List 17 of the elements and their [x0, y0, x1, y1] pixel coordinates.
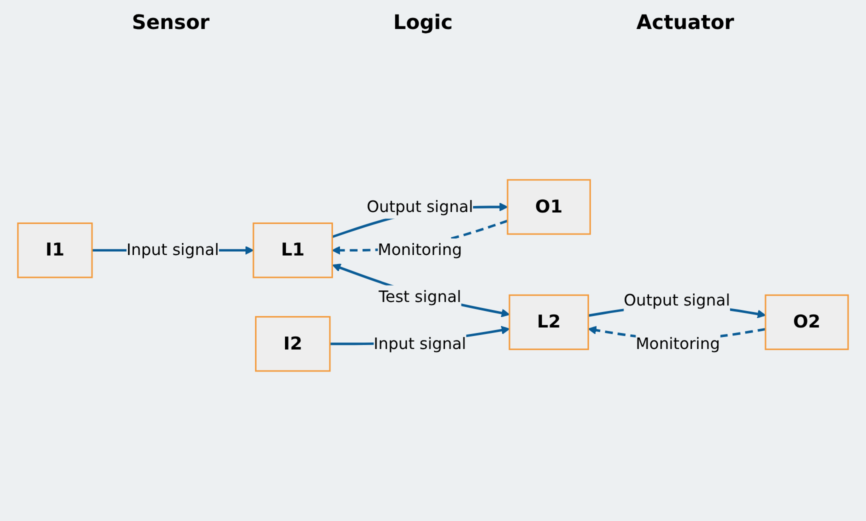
edge-label: Monitoring [636, 334, 720, 352]
edge-label: Input signal [374, 334, 466, 352]
column-heading: Sensor [132, 10, 210, 36]
node-box: I1 [17, 222, 93, 278]
edge-label: Input signal [126, 240, 219, 259]
node-box: L1 [252, 222, 333, 278]
column-heading: Logic [393, 10, 453, 36]
node-box: L2 [508, 294, 590, 350]
edge-label: Output signal [624, 290, 730, 310]
node-box: O2 [764, 294, 849, 350]
edge-label: Monitoring [378, 240, 462, 259]
node-box: I2 [255, 316, 331, 372]
column-heading: Actuator [636, 10, 734, 36]
edge-label: Test signal [378, 286, 462, 306]
arrow [332, 263, 510, 317]
node-box: O1 [506, 178, 591, 234]
edge-label: Output signal [366, 196, 474, 216]
